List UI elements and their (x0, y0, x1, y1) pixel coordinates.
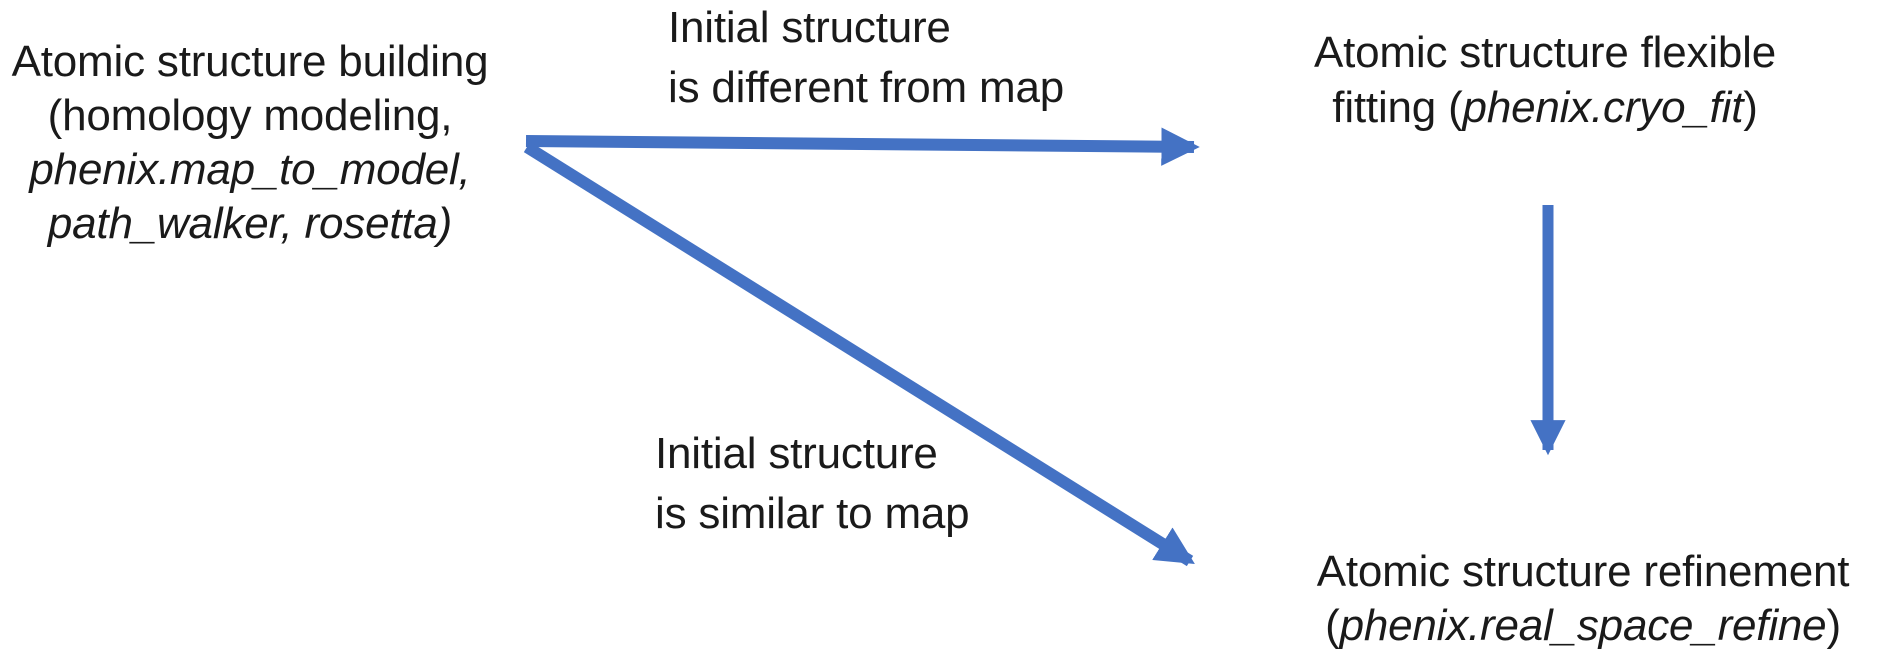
fitting-line-2-prefix: fitting ( (1332, 83, 1463, 132)
fitting-line-1: Atomic structure flexible (1313, 28, 1777, 77)
building-line-4: path_walker, rosetta) (47, 199, 453, 248)
arrow-building-to-refinement (523, 141, 1195, 567)
similar-line-2: is similar to map (655, 489, 970, 538)
refinement-line-2-suffix: ) (1826, 601, 1841, 650)
building-line-2: (homology modeling, (47, 91, 453, 140)
building-line-3: phenix.map_to_model, (29, 145, 471, 194)
different-line-2: is different from map (668, 63, 1065, 112)
similar-line-1: Initial structure (655, 429, 938, 478)
refinement-tool-name: phenix.real_space_refine (1339, 601, 1827, 650)
refinement-line-2: (phenix.real_space_refine) (1325, 599, 1841, 653)
fitting-line-2-suffix: ) (1743, 83, 1758, 132)
building-line-1: Atomic structure building (11, 37, 489, 86)
arrow-building-to-fitting (525, 127, 1200, 166)
fitting-tool-name: phenix.cryo_fit (1462, 83, 1744, 132)
refinement-line-2-prefix: ( (1325, 601, 1340, 650)
node-flexible-fitting: Atomic structure flexible fitting (pheni… (1250, 25, 1840, 135)
node-structure-building: Atomic structure building (homology mode… (0, 35, 510, 251)
different-line-1: Initial structure (668, 3, 951, 52)
label-initial-structure-similar: Initial structure is similar to map (655, 424, 970, 544)
label-initial-structure-different: Initial structure is different from map (668, 0, 1064, 118)
refinement-line-1: Atomic structure refinement (1316, 547, 1850, 596)
node-structure-refinement: Atomic structure refinement (phenix.real… (1283, 545, 1883, 653)
fitting-line-2: fitting (phenix.cryo_fit) (1332, 80, 1758, 135)
